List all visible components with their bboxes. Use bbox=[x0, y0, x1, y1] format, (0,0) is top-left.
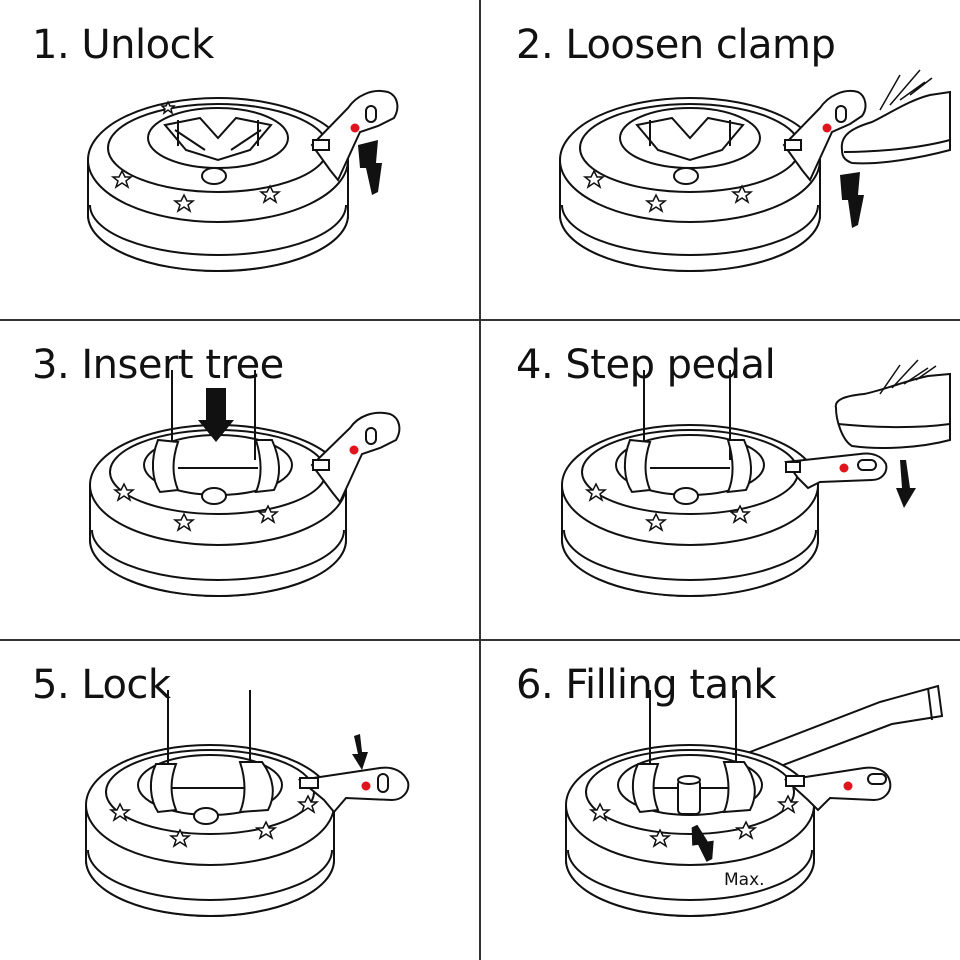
star-icon bbox=[112, 482, 280, 532]
star-icon bbox=[582, 169, 754, 213]
step-title: 1. Unlock bbox=[32, 22, 214, 68]
up-arrow-icon bbox=[358, 140, 382, 195]
clamp-jaws bbox=[632, 761, 756, 814]
step-title: 3. Insert tree bbox=[32, 342, 284, 388]
stand-illustration bbox=[559, 69, 951, 272]
clamp-jaws bbox=[624, 438, 752, 494]
star-icon bbox=[108, 794, 320, 848]
down-arrow-icon bbox=[352, 734, 368, 770]
max-level-label: Max. bbox=[724, 870, 765, 890]
indicator-dot bbox=[839, 463, 849, 473]
star-icon bbox=[584, 482, 752, 532]
step-lock-panel: 5. Lock bbox=[0, 640, 480, 960]
watering-spout bbox=[748, 684, 944, 772]
stand-illustration bbox=[85, 690, 410, 917]
clamp-jaws bbox=[150, 761, 274, 814]
lever-handle bbox=[310, 90, 399, 182]
step-title: 6. Filling tank bbox=[516, 662, 777, 708]
shoe-icon bbox=[840, 69, 951, 165]
down-arrow-icon bbox=[896, 460, 916, 508]
stand-illustration bbox=[87, 90, 399, 272]
indicator-dot bbox=[822, 123, 832, 133]
lever-handle bbox=[783, 766, 892, 812]
shoe-icon bbox=[834, 359, 951, 449]
lever-handle bbox=[297, 766, 410, 814]
stand-illustration bbox=[89, 370, 401, 597]
horizontal-divider bbox=[0, 639, 960, 641]
up-arrow-icon bbox=[691, 824, 714, 862]
indicator-dot bbox=[350, 123, 360, 133]
clamp-jaws bbox=[152, 438, 280, 494]
down-arrow-icon bbox=[198, 388, 234, 442]
stand-base bbox=[85, 744, 335, 917]
step-loosen-clamp-panel: 2. Loosen clamp bbox=[480, 0, 960, 320]
water-level-float bbox=[677, 775, 701, 815]
stand-base bbox=[559, 97, 821, 272]
stand-base bbox=[565, 744, 815, 917]
star-icon bbox=[110, 100, 282, 213]
step-insert-tree-panel: 3. Insert tree bbox=[0, 320, 480, 640]
lever-handle bbox=[784, 452, 888, 490]
stand-illustration bbox=[565, 684, 944, 917]
indicator-dot bbox=[349, 445, 359, 455]
step-filling-tank-panel: 6. Filling tank bbox=[480, 640, 960, 960]
vertical-divider bbox=[479, 0, 481, 960]
step-title: 5. Lock bbox=[32, 662, 171, 708]
stand-base bbox=[561, 424, 819, 597]
lever-handle bbox=[782, 90, 867, 182]
star-icon bbox=[588, 794, 800, 848]
stand-base bbox=[89, 424, 347, 597]
up-arrow-icon bbox=[840, 172, 864, 228]
stand-illustration bbox=[561, 359, 951, 597]
indicator-dot bbox=[843, 781, 853, 791]
stand-base bbox=[87, 97, 349, 272]
indicator-dot bbox=[361, 781, 371, 791]
step-title: 2. Loosen clamp bbox=[516, 22, 836, 68]
step-unlock-panel: 1. Unlock bbox=[0, 0, 480, 320]
step-step-pedal-panel: 4. Step pedal bbox=[480, 320, 960, 640]
lever-handle bbox=[310, 411, 401, 504]
horizontal-divider bbox=[0, 319, 960, 321]
step-title: 4. Step pedal bbox=[516, 342, 776, 388]
